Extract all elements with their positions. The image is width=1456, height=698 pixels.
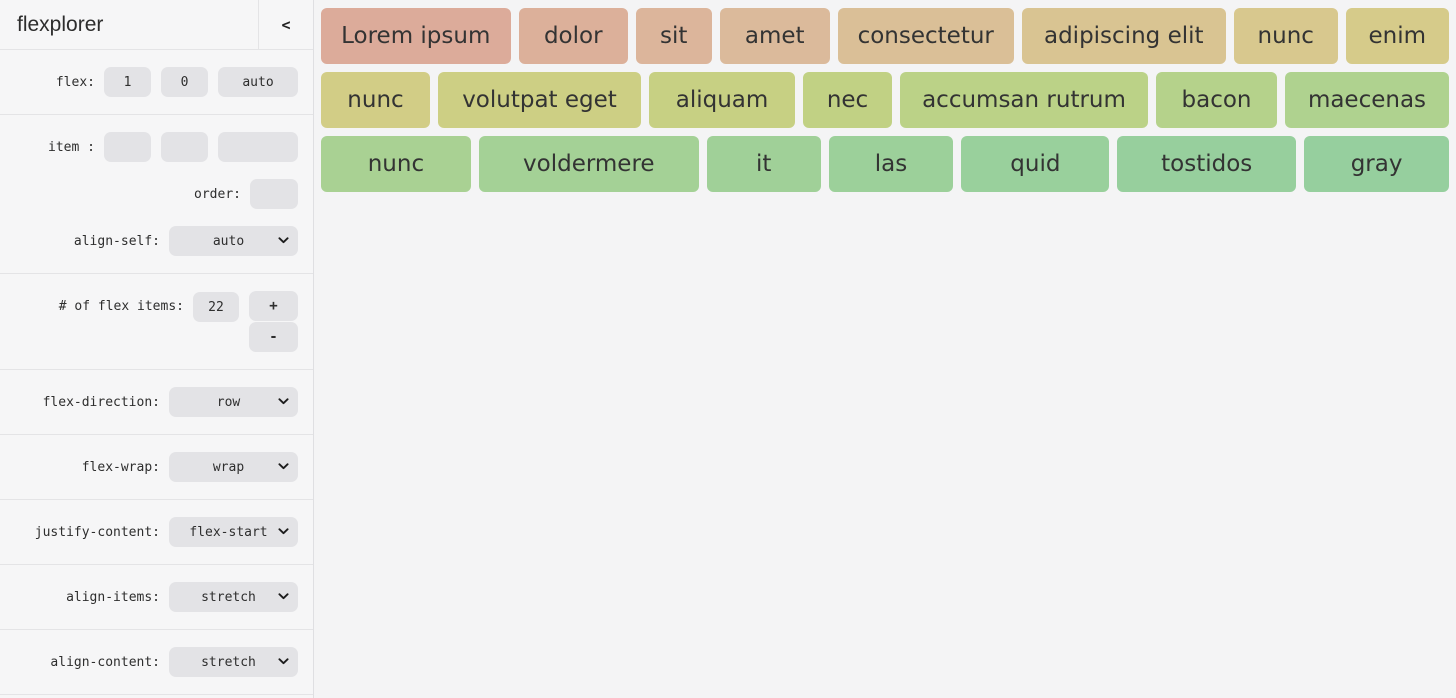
sidebar: flexplorer < flex: item : order: xyxy=(0,0,314,698)
item-count-section: # of flex items: + - xyxy=(0,274,313,370)
flex-item-label: enim xyxy=(1368,23,1427,49)
flex-item[interactable]: nunc xyxy=(321,72,430,128)
chevron-down-icon xyxy=(278,463,289,470)
flex-item[interactable]: voldermere xyxy=(478,136,699,192)
order-input[interactable] xyxy=(250,179,298,209)
add-item-button[interactable]: + xyxy=(249,291,298,321)
flex-item[interactable]: consectetur xyxy=(838,8,1014,64)
flex-wrap-label: flex-wrap: xyxy=(81,459,160,475)
flex-item[interactable]: accumsan rutrum xyxy=(900,72,1148,128)
flex-item[interactable]: amet xyxy=(719,8,830,64)
align-items-section: align-items: stretch xyxy=(0,565,313,630)
align-content-select[interactable]: stretch xyxy=(169,647,298,677)
flex-direction-section: flex-direction: row xyxy=(0,370,313,435)
item-grow-input[interactable] xyxy=(104,132,151,162)
align-items-select[interactable]: stretch xyxy=(169,582,298,612)
flex-wrap-select[interactable]: wrap xyxy=(169,452,298,482)
chevron-left-icon: < xyxy=(281,15,291,34)
flex-item[interactable]: sit xyxy=(636,8,712,64)
flex-item-label: maecenas xyxy=(1307,87,1427,113)
flex-label: flex: xyxy=(55,74,95,90)
item-shrink-input[interactable] xyxy=(161,132,208,162)
justify-content-section: justify-content: flex-start xyxy=(0,500,313,565)
collapse-sidebar-button[interactable]: < xyxy=(258,0,313,49)
flex-item-label: amet xyxy=(744,23,805,49)
flex-item[interactable]: gray xyxy=(1304,136,1450,192)
flex-direction-label: flex-direction: xyxy=(42,394,160,410)
flex-item[interactable]: las xyxy=(828,136,954,192)
flex-item-label: nunc xyxy=(347,87,404,113)
flex-item-label: voldermere xyxy=(523,151,655,177)
chevron-down-icon xyxy=(278,593,289,600)
flex-item-label: aliquam xyxy=(675,87,769,113)
flex-item-label: tostidos xyxy=(1161,151,1253,177)
align-self-label: align-self: xyxy=(73,233,160,249)
flex-item-label: nec xyxy=(826,87,869,113)
flex-item[interactable]: aliquam xyxy=(649,72,795,128)
flex-basis-input[interactable] xyxy=(218,67,298,97)
item-basis-input[interactable] xyxy=(218,132,298,162)
flex-item-label: bacon xyxy=(1181,87,1252,113)
flex-item-label: gray xyxy=(1350,151,1403,177)
justify-content-select[interactable]: flex-start xyxy=(169,517,298,547)
flex-item-label: Lorem ipsum xyxy=(341,23,491,49)
justify-content-value: flex-start xyxy=(189,524,268,540)
align-self-select[interactable]: auto xyxy=(169,226,298,256)
flex-item-label: consectetur xyxy=(857,23,994,49)
flex-item[interactable]: Lorem ipsum xyxy=(321,8,511,64)
flex-item-label: adipiscing elit xyxy=(1043,23,1204,49)
align-items-value: stretch xyxy=(201,589,256,605)
flex-item[interactable]: dolor xyxy=(518,8,628,64)
flex-item[interactable]: it xyxy=(706,136,821,192)
item-label: item : xyxy=(48,139,95,155)
flex-item-label: nunc xyxy=(367,151,425,177)
remove-item-button[interactable]: - xyxy=(249,322,298,352)
align-self-value: auto xyxy=(212,233,245,249)
flex-item[interactable]: tostidos xyxy=(1117,136,1297,192)
align-content-section: align-content: stretch xyxy=(0,630,313,695)
flex-wrap-value: wrap xyxy=(212,459,245,475)
flex-shrink-input[interactable] xyxy=(161,67,208,97)
flex-direction-select[interactable]: row xyxy=(169,387,298,417)
flex-direction-value: row xyxy=(216,394,241,410)
flex-item-label: quid xyxy=(1010,151,1061,177)
flex-item[interactable]: adipiscing elit xyxy=(1021,8,1226,64)
justify-content-label: justify-content: xyxy=(34,524,160,540)
app-title: flexplorer xyxy=(17,12,104,36)
plus-icon: + xyxy=(269,298,278,314)
flex-item[interactable]: quid xyxy=(961,136,1110,192)
align-content-label: align-content: xyxy=(50,654,160,670)
item-count-label: # of flex items: xyxy=(58,299,184,314)
flex-item[interactable]: volutpat eget xyxy=(438,72,641,128)
align-content-value: stretch xyxy=(201,654,256,670)
selected-item-section: item : order: align-self: auto xyxy=(0,115,313,274)
flex-item[interactable]: enim xyxy=(1345,8,1449,64)
flex-item[interactable]: nunc xyxy=(1234,8,1338,64)
flex-item[interactable]: maecenas xyxy=(1285,72,1449,128)
flex-item[interactable]: nec xyxy=(803,72,892,128)
flex-playground: Lorem ipsum dolor sit amet consectetur adipis… xyxy=(314,0,1456,698)
flex-item-label: dolor xyxy=(543,23,603,49)
chevron-down-icon xyxy=(278,237,289,244)
chevron-down-icon xyxy=(278,398,289,405)
item-count-input[interactable] xyxy=(193,292,239,322)
flex-item-label: nunc xyxy=(1257,23,1314,49)
flex-wrap-section: flex-wrap: wrap xyxy=(0,435,313,500)
flex-item-label: it xyxy=(755,151,772,177)
item-count-stepper: + - xyxy=(249,291,298,352)
flex-item[interactable]: nunc xyxy=(321,136,471,192)
chevron-down-icon xyxy=(278,528,289,535)
sidebar-header: flexplorer < xyxy=(0,0,313,50)
flex-grow-input[interactable] xyxy=(104,67,151,97)
flex-item-label: sit xyxy=(660,23,688,49)
flex-item-label: accumsan rutrum xyxy=(922,87,1126,113)
minus-icon: - xyxy=(269,329,278,345)
chevron-down-icon xyxy=(278,658,289,665)
flex-shorthand-section: flex: xyxy=(0,50,313,115)
flex-item-label: las xyxy=(874,151,908,177)
align-items-label: align-items: xyxy=(66,589,160,605)
order-label: order: xyxy=(194,186,241,202)
flex-item-label: volutpat eget xyxy=(462,87,617,113)
flex-item[interactable]: bacon xyxy=(1156,72,1277,128)
